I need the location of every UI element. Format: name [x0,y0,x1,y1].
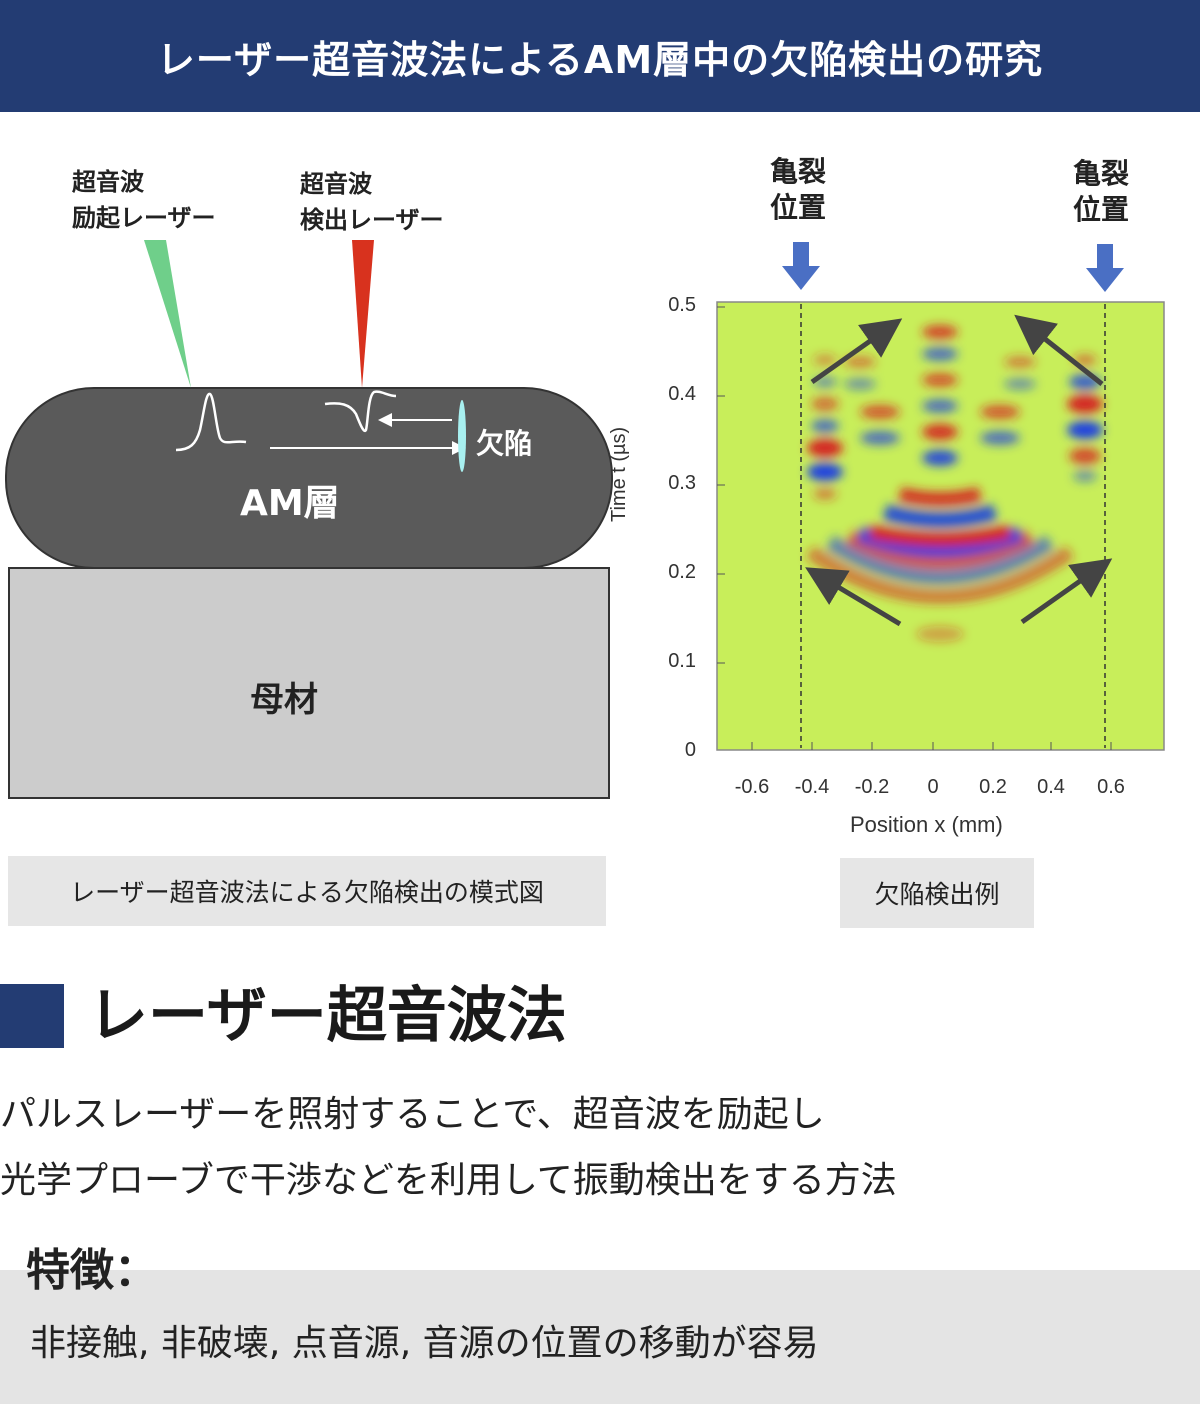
schematic-diagram: 超音波 励起レーザー 超音波 検出レーザー 欠陥 AM層 母材 [0,112,630,842]
excitation-laser-beam [144,240,191,388]
crack-label-left-line2: 位置 [770,191,827,224]
detection-laser-label-line2: 検出レーザー [300,206,444,234]
heatmap-tick-marks [717,306,1112,750]
x-tick-label: -0.4 [794,776,830,798]
section-marker-square [0,984,64,1048]
header-banner: レーザー超音波法によるAM層中の欠陥検出の研究 [0,0,1200,112]
x-tick-label: -0.2 [854,776,890,798]
crack-marker-arrow-right [1086,244,1124,292]
diagram-caption: レーザー超音波法による欠陥検出の模式図 [8,856,606,926]
wave-arrow-upper-left [810,318,903,385]
excitation-laser-label: 超音波 励起レーザー [72,164,216,236]
diagram-caption-text: レーザー超音波法による欠陥検出の模式図 [70,878,544,907]
features-panel [0,1270,1200,1404]
crack-position-label-left: 亀裂 位置 [770,154,826,226]
crack-position-label-right: 亀裂 位置 [1073,156,1129,228]
excitation-laser-label-line1: 超音波 [72,168,144,196]
defect-label: 欠陥 [476,427,533,460]
x-tick-label: 0.6 [1097,776,1125,798]
schematic-drawing [5,240,613,799]
x-tick-label: 0.2 [979,776,1007,798]
description-line-2: 光学プローブで干渉などを利用して振動検出をする方法 [0,1160,897,1201]
crack-marker-arrow-left [782,242,820,290]
heatmap-caption-text: 欠陥検出例 [874,880,1000,909]
features-text: 非接触, 非破壊, 点音源, 音源の位置の移動が容易 [30,1323,819,1364]
defect-shape [458,400,466,472]
crack-label-right-line2: 位置 [1073,193,1130,226]
y-tick-label: 0.3 [668,472,696,494]
detection-laser-beam [352,240,374,388]
x-tick-label: 0.4 [1037,776,1065,798]
reflected-arrow-head [378,413,392,427]
y-axis-label: Time t (µs) [608,426,630,522]
excitation-laser-label-line2: 励起レーザー [72,204,216,232]
wave-arrow-lower-right [1020,558,1113,625]
wave-arrow-lower-left [805,567,902,627]
base-material-block [8,567,610,799]
description-line-1: パルスレーザーを照射することで、超音波を励起し [0,1094,825,1135]
defect-detection-heatmap: 亀裂 位置 亀裂 位置 0.5 0.4 0.3 0.2 0.1 0 -0.6 -… [600,112,1200,852]
x-tick-label: 0 [927,776,939,798]
x-axis-label: Position x (mm) [850,812,1003,837]
base-material-label: 母材 [250,680,318,720]
section-heading: レーザー超音波法 [88,981,567,1051]
heatmap-caption: 欠陥検出例 [840,858,1034,928]
y-tick-label: 0 [684,739,696,761]
wave-arrow-upper-right [1014,314,1104,386]
y-tick-label: 0.1 [668,650,696,672]
y-tick-label: 0.5 [668,294,696,316]
heatmap-drawing [716,242,1165,751]
features-heading: 特徴： [26,1245,158,1296]
am-layer-label: AM層 [240,483,340,524]
section-description: パルスレーザーを照射することで、超音波を励起し 光学プローブで干渉などを利用して… [0,1082,897,1214]
crack-label-left-line1: 亀裂 [770,155,827,188]
detection-waveform [324,390,397,433]
crack-label-right-line1: 亀裂 [1073,157,1130,190]
detection-laser-label: 超音波 検出レーザー [300,166,444,238]
x-tick-label: -0.6 [734,776,770,798]
excitation-waveform [175,392,247,452]
heatmap-field [806,325,1103,642]
detection-laser-label-line1: 超音波 [300,170,372,198]
y-tick-label: 0.2 [668,561,696,583]
page-title: レーザー超音波法によるAM層中の欠陥検出の研究 [156,37,1044,82]
y-tick-label: 0.4 [668,383,696,405]
